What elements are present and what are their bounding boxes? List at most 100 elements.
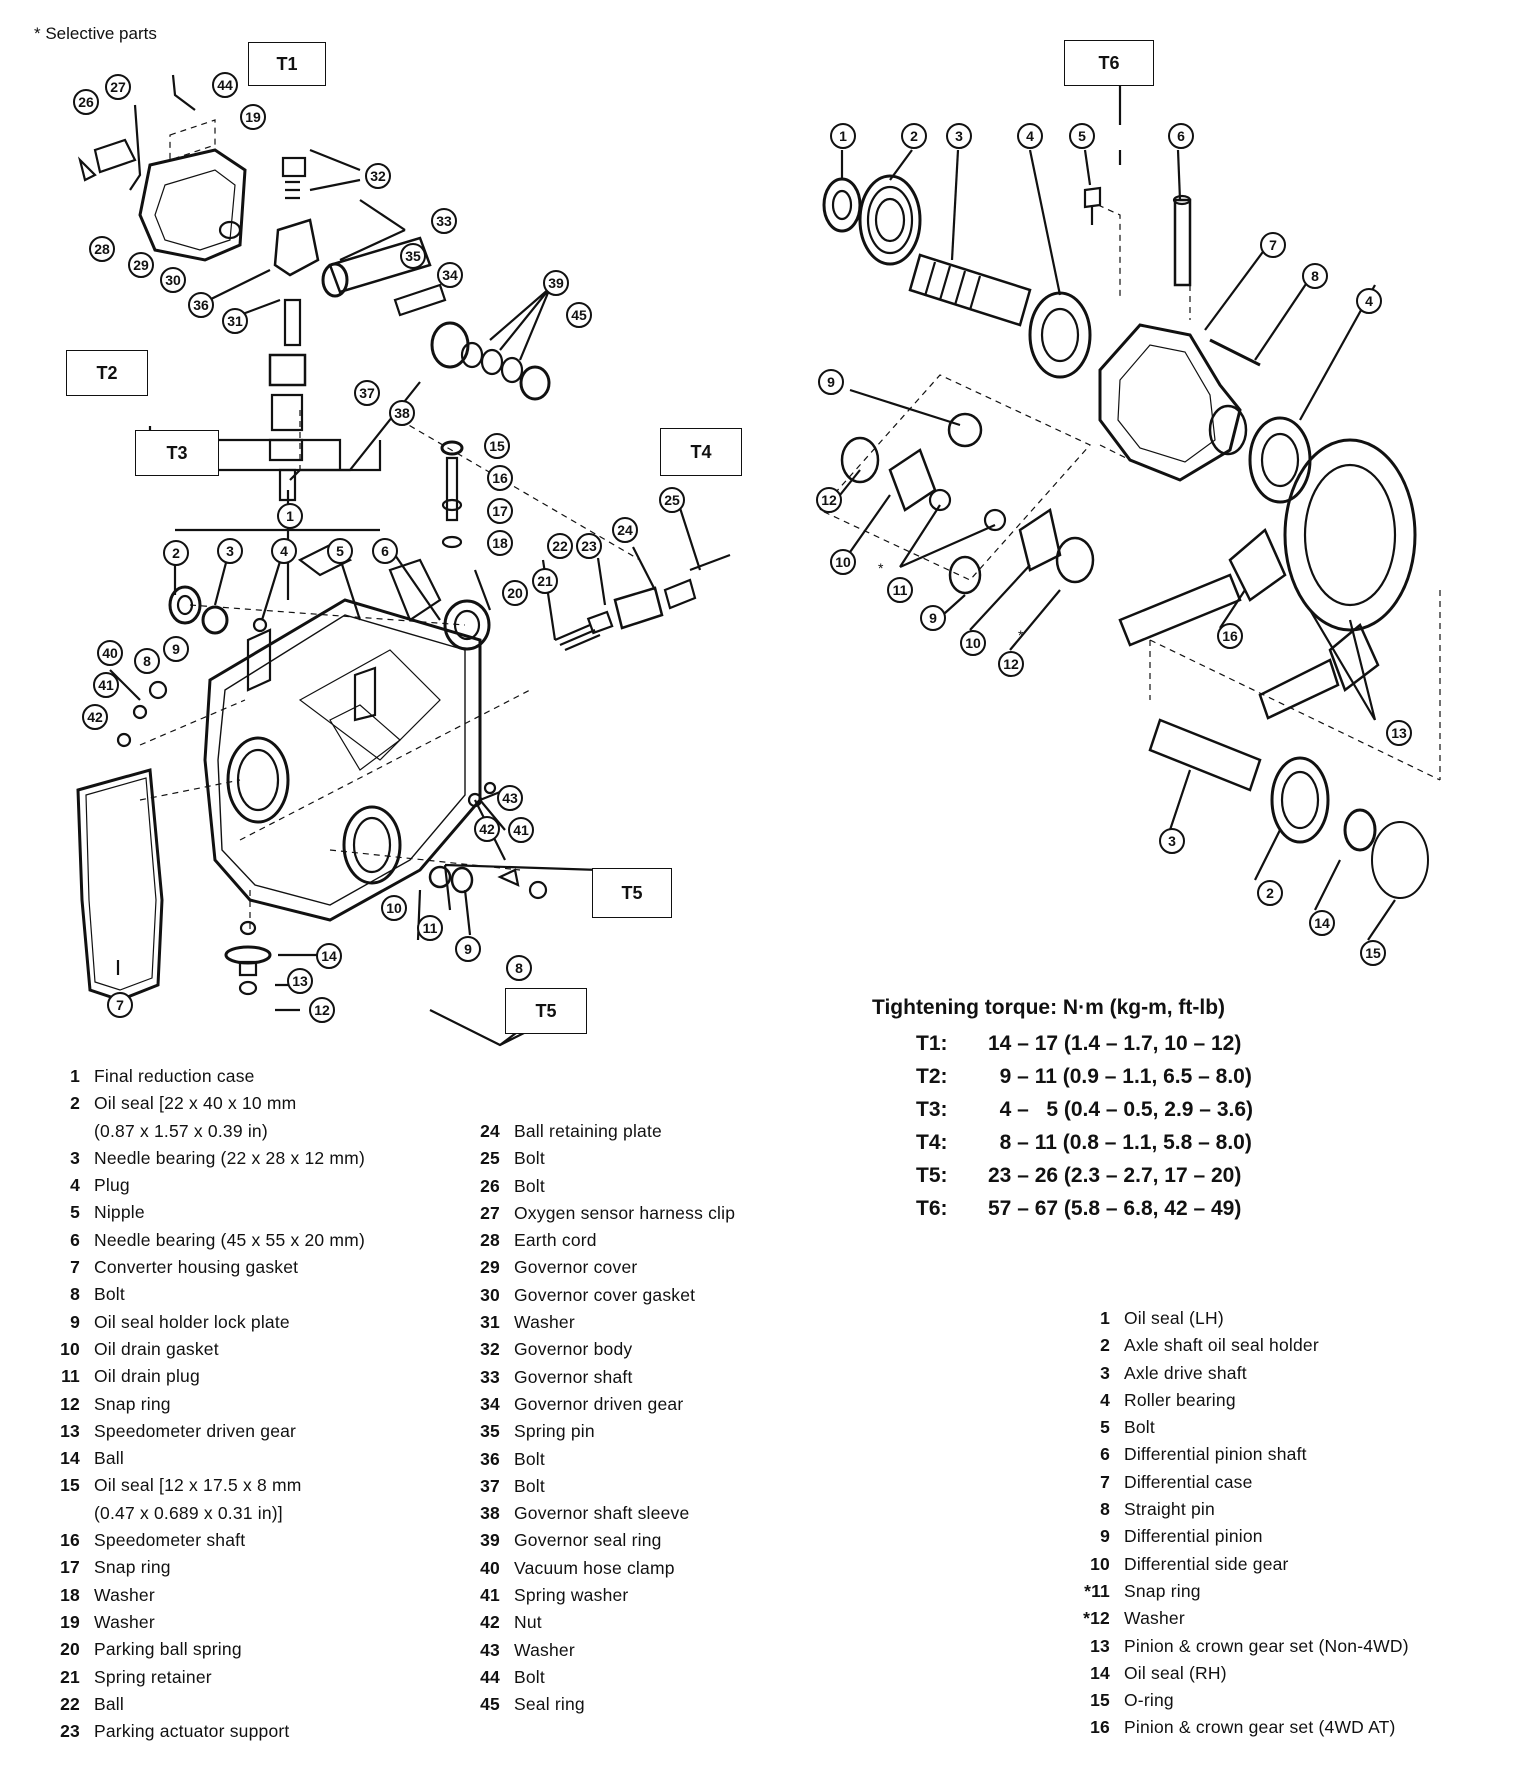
legend-item-text: Oxygen sensor harness clip [514, 1202, 736, 1223]
legend-item-number: 28 [480, 1230, 500, 1251]
legend-item-number: 20 [60, 1639, 80, 1660]
legend-item: 21 Spring retainer [50, 1664, 365, 1691]
legend-item-text: Oil seal (RH) [1124, 1662, 1227, 1683]
legend-item-text: Spring retainer [94, 1666, 212, 1687]
legend-item-number: 2 [70, 1093, 80, 1114]
legend-item-text: Earth cord [514, 1230, 597, 1251]
legend-item-number: 4 [70, 1175, 80, 1196]
legend-item-number: 39 [480, 1530, 500, 1551]
tightening-torque-title: Tightening torque: N·m (kg-m, ft-lb) [872, 996, 1226, 1019]
legend-item-text: Ball [94, 1693, 124, 1714]
legend-item-text: Seal ring [514, 1694, 585, 1715]
callout-r10-lower: 10 [960, 630, 986, 656]
legend-item: 44 Bolt [470, 1664, 735, 1691]
legend-item-number: 13 [1090, 1635, 1110, 1656]
converter-housing-gasket [76, 768, 164, 1002]
legend-item-text: Final reduction case [94, 1066, 255, 1086]
legend-item-number: 6 [70, 1229, 80, 1250]
callout-r10-left: 10 [830, 549, 856, 575]
legend-item-text: Speedometer driven gear [94, 1420, 297, 1441]
legend-item-text: Bolt [514, 1448, 545, 1469]
legend-item-number: 17 [60, 1557, 80, 1578]
callout-27: 27 [105, 74, 131, 100]
torque-box-t3: T3 [135, 430, 219, 476]
legend-item-number: 42 [480, 1612, 500, 1633]
callout-13-left: 13 [287, 968, 313, 994]
callout-r4-right: 4 [1356, 288, 1382, 314]
callout-r11: 11 [887, 577, 913, 603]
callout-25: 25 [659, 487, 685, 513]
callout-5: 5 [327, 538, 353, 564]
callout-9-left-lower: 9 [455, 936, 481, 962]
callout-r3-lower: 3 [1159, 828, 1185, 854]
legend-item-number: 5 [70, 1202, 80, 1223]
legend-item-text: Governor cover gasket [514, 1284, 696, 1305]
torque-label: T2: [916, 1065, 948, 1088]
legend-item-text: Ball [94, 1448, 124, 1469]
final-reduction-case [203, 598, 482, 922]
legend-item-number: *12 [1083, 1608, 1110, 1629]
legend-item-number: *11 [1084, 1580, 1110, 1601]
legend-item-number: 9 [70, 1311, 80, 1332]
legend-item-text: Parking ball spring [94, 1639, 242, 1660]
legend-item-number: 45 [480, 1694, 500, 1715]
torque-value: 57 – 67 (5.8 – 6.8, 42 – 49) [988, 1197, 1242, 1220]
legend-item-text: O-ring [1124, 1690, 1174, 1711]
legend-item: 24 Ball retaining plate [470, 1118, 735, 1145]
callout-20: 20 [502, 580, 528, 606]
torque-box-t6: T6 [1064, 40, 1154, 86]
legend-item-number: 13 [60, 1420, 80, 1441]
legend-item-text: Washer [514, 1312, 575, 1333]
torque-row-t1: T1:14 – 17 (1.4 – 1.7, 10 – 12) [916, 1032, 1241, 1056]
torque-box-t2: T2 [66, 350, 148, 396]
legend-item-number: 36 [480, 1448, 500, 1469]
legend-item-text: Straight pin [1124, 1499, 1215, 1520]
torque-label: T6: [916, 1197, 948, 1220]
legend-item-number: 44 [480, 1666, 500, 1687]
callout-10-left: 10 [381, 895, 407, 921]
callout-r6: 6 [1168, 123, 1194, 149]
legend-item-text: Governor cover [514, 1257, 638, 1278]
callout-12-left: 12 [309, 997, 335, 1023]
torque-label: T5: [916, 1164, 948, 1187]
selective-parts-note: * Selective parts [34, 24, 157, 43]
legend-item-number: 43 [480, 1639, 500, 1660]
legend-item-number: 2 [1100, 1335, 1110, 1356]
legend-item-number: 10 [1090, 1553, 1110, 1574]
legend-item-number: 30 [480, 1284, 500, 1305]
legend-item-text: (0.47 x 0.689 x 0.31 in)] [94, 1502, 283, 1523]
legend-item-number: 24 [480, 1121, 500, 1141]
legend-item-number: 10 [60, 1338, 80, 1359]
legend-item-number: 11 [61, 1366, 80, 1387]
callout-43: 43 [497, 785, 523, 811]
torque-box-t4: T4 [660, 428, 742, 476]
legend-item-number: 14 [60, 1448, 80, 1469]
legend-item-number: 9 [1100, 1526, 1110, 1547]
legend-item-text: Bolt [514, 1666, 545, 1687]
legend-item-text: Ball retaining plate [514, 1121, 662, 1141]
legend-item-number: 23 [60, 1721, 80, 1742]
callout-45: 45 [566, 302, 592, 328]
legend-item-text: Washer [514, 1639, 575, 1660]
legend-item-number: 21 [60, 1666, 80, 1687]
callout-r9-upper: 9 [818, 369, 844, 395]
